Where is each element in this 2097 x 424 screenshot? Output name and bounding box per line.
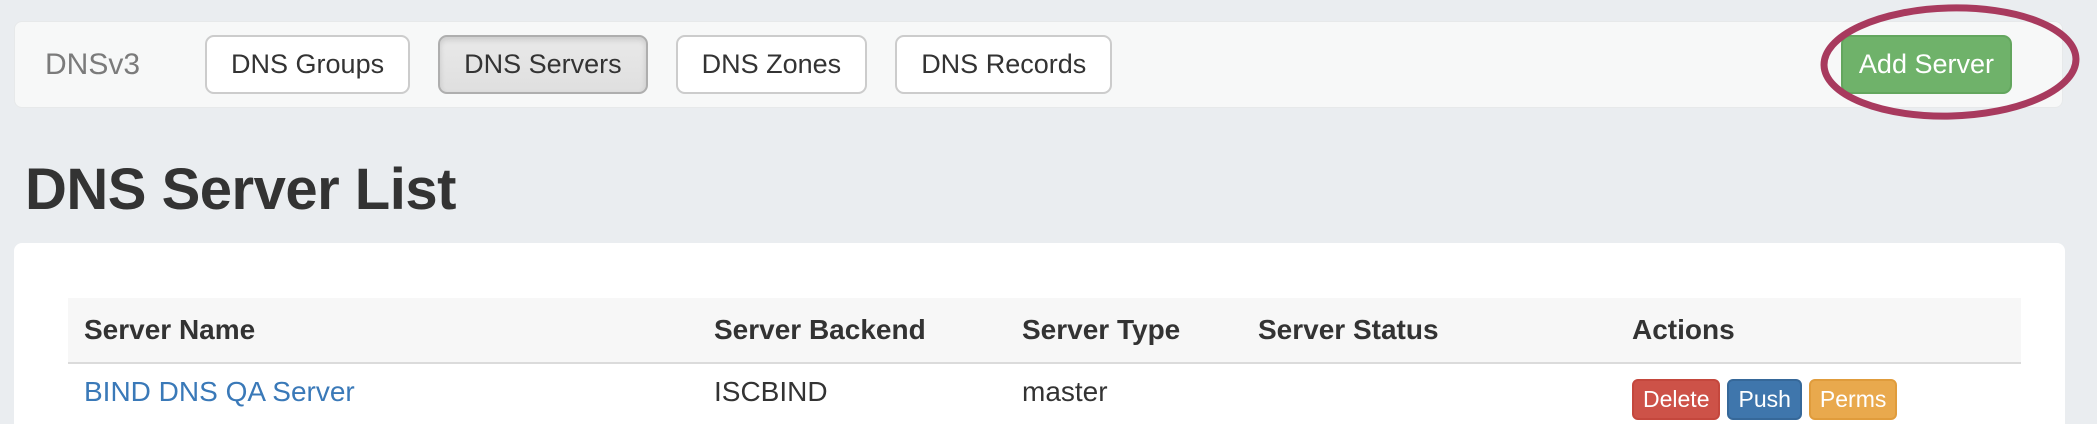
server-table: Server Name Server Backend Server Type S… <box>68 298 2021 420</box>
push-button[interactable]: Push <box>1727 379 1802 420</box>
col-server-backend: Server Backend <box>698 298 1006 364</box>
actions-cell: Delete Push Perms <box>1616 363 2021 420</box>
tab-dns-zones[interactable]: DNS Zones <box>675 35 868 94</box>
col-actions: Actions <box>1616 298 2021 364</box>
table-header-row: Server Name Server Backend Server Type S… <box>68 298 2021 364</box>
server-type-cell: master <box>1022 376 1108 407</box>
col-server-status: Server Status <box>1242 298 1616 364</box>
page-title: DNS Server List <box>25 157 456 222</box>
server-backend-cell: ISCBIND <box>714 376 828 407</box>
col-server-type: Server Type <box>1006 298 1242 364</box>
tab-dns-servers[interactable]: DNS Servers <box>438 35 648 94</box>
server-list-panel: Server Name Server Backend Server Type S… <box>14 243 2065 424</box>
server-name-cell: BIND DNS QA Server <box>68 363 698 420</box>
delete-button[interactable]: Delete <box>1632 379 1721 420</box>
server-name-link[interactable]: BIND DNS QA Server <box>84 376 355 407</box>
actions-button-group: Delete Push Perms <box>1632 379 2005 420</box>
top-navbar: DNSv3 DNS Groups DNS Servers DNS Zones D… <box>14 21 2063 108</box>
perms-button[interactable]: Perms <box>1808 379 1898 420</box>
table-row: BIND DNS QA Server ISCBIND master Delete… <box>68 363 2021 420</box>
add-server-button[interactable]: Add Server <box>1840 35 2012 94</box>
brand: DNSv3 <box>45 47 141 81</box>
tab-dns-groups[interactable]: DNS Groups <box>205 35 411 94</box>
col-server-name: Server Name <box>68 298 698 364</box>
tab-dns-records[interactable]: DNS Records <box>895 35 1113 94</box>
server-status-cell <box>1242 363 1616 420</box>
